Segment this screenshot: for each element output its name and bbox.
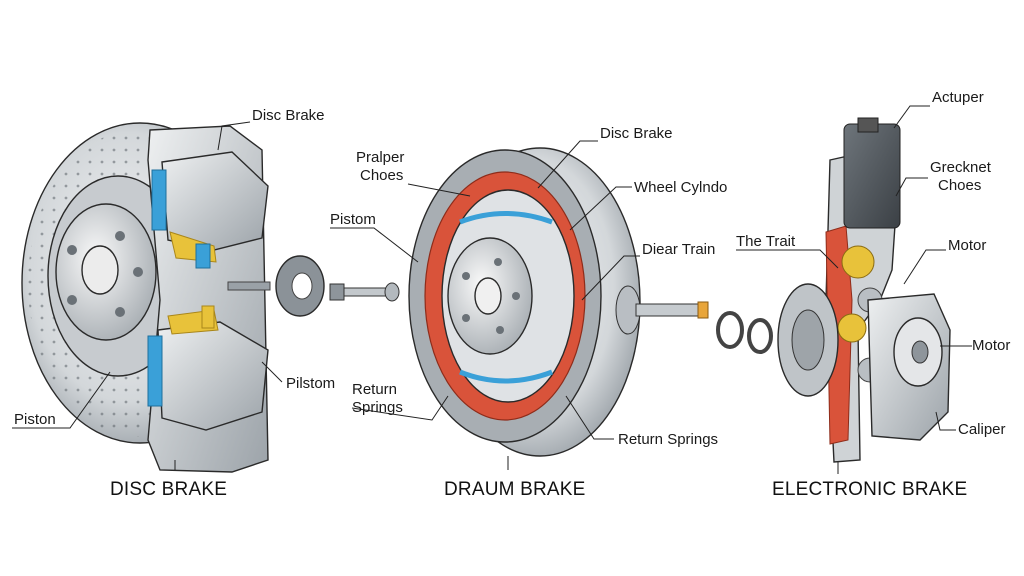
drum-return-spring-top: [459, 211, 553, 225]
disc-brake-illustration: [21, 122, 400, 473]
title-electronic-brake: ELECTRONIC BRAKE: [772, 479, 967, 500]
label-disc-brake: Disc Brake: [252, 107, 325, 124]
label-return-springs: Return Springs: [618, 431, 718, 448]
electronic-brake-illustration: [777, 117, 951, 463]
label-wheel-cylndo: Wheel Cylndo: [634, 179, 727, 196]
disc-upper-caliper: [151, 151, 269, 269]
label-drum-disc-brake: Disc Brake: [600, 125, 673, 142]
disc-slide-pin: [227, 281, 271, 291]
title-drum-brake: DRAUM BRAKE: [444, 479, 586, 500]
label-pistom: Pistom: [330, 211, 376, 228]
electronic-cutaway: [825, 225, 853, 445]
drum-hub-bolt-holes: [462, 258, 520, 334]
label-return: Return: [352, 381, 397, 398]
label-caliper: Caliper: [958, 421, 1006, 438]
label-choes: Choes: [360, 167, 403, 184]
label-grecknet: Grecknet: [930, 159, 992, 176]
label-pilstom: Pilstom: [286, 375, 335, 392]
leader-lines: [12, 105, 972, 474]
disc-lower-caliper: [147, 305, 269, 431]
label-the-trait: The Trait: [736, 233, 796, 250]
drum-brake-illustration: [408, 147, 773, 457]
label-pralper: Pralper: [356, 149, 404, 166]
label-actuper: Actuper: [932, 89, 984, 106]
label-motor-upper: Motor: [948, 237, 986, 254]
drum-axle-shaft: [615, 285, 709, 335]
label-diear-train: Diear Train: [642, 241, 715, 258]
disc-hub-center-bore: [81, 245, 119, 295]
label-motor-lower: Motor: [972, 337, 1010, 354]
disc-bolt-assembly: [329, 282, 400, 302]
disc-brake-labels: Disc Brake Piston Pilstom DISC BRAKE: [14, 107, 335, 500]
drum-brake-labels: Pralper Choes Pistom Return Springs Disc…: [330, 125, 727, 500]
electronic-brake-labels: Actuper Grecknet Choes The Trait Motor M…: [736, 89, 1010, 500]
drum-seal-ring-1: [716, 311, 744, 349]
label-electronic-choes: Choes: [938, 177, 981, 194]
title-disc-brake: DISC BRAKE: [110, 479, 227, 500]
drum-return-spring-bottom: [459, 369, 553, 384]
drum-hub-center-bore: [474, 277, 502, 315]
label-piston: Piston: [14, 411, 56, 428]
label-springs: Springs: [352, 399, 403, 416]
disc-hub-bolt-holes: [67, 231, 143, 317]
electronic-actuator: [843, 123, 901, 229]
drum-seal-ring-2: [747, 318, 773, 354]
